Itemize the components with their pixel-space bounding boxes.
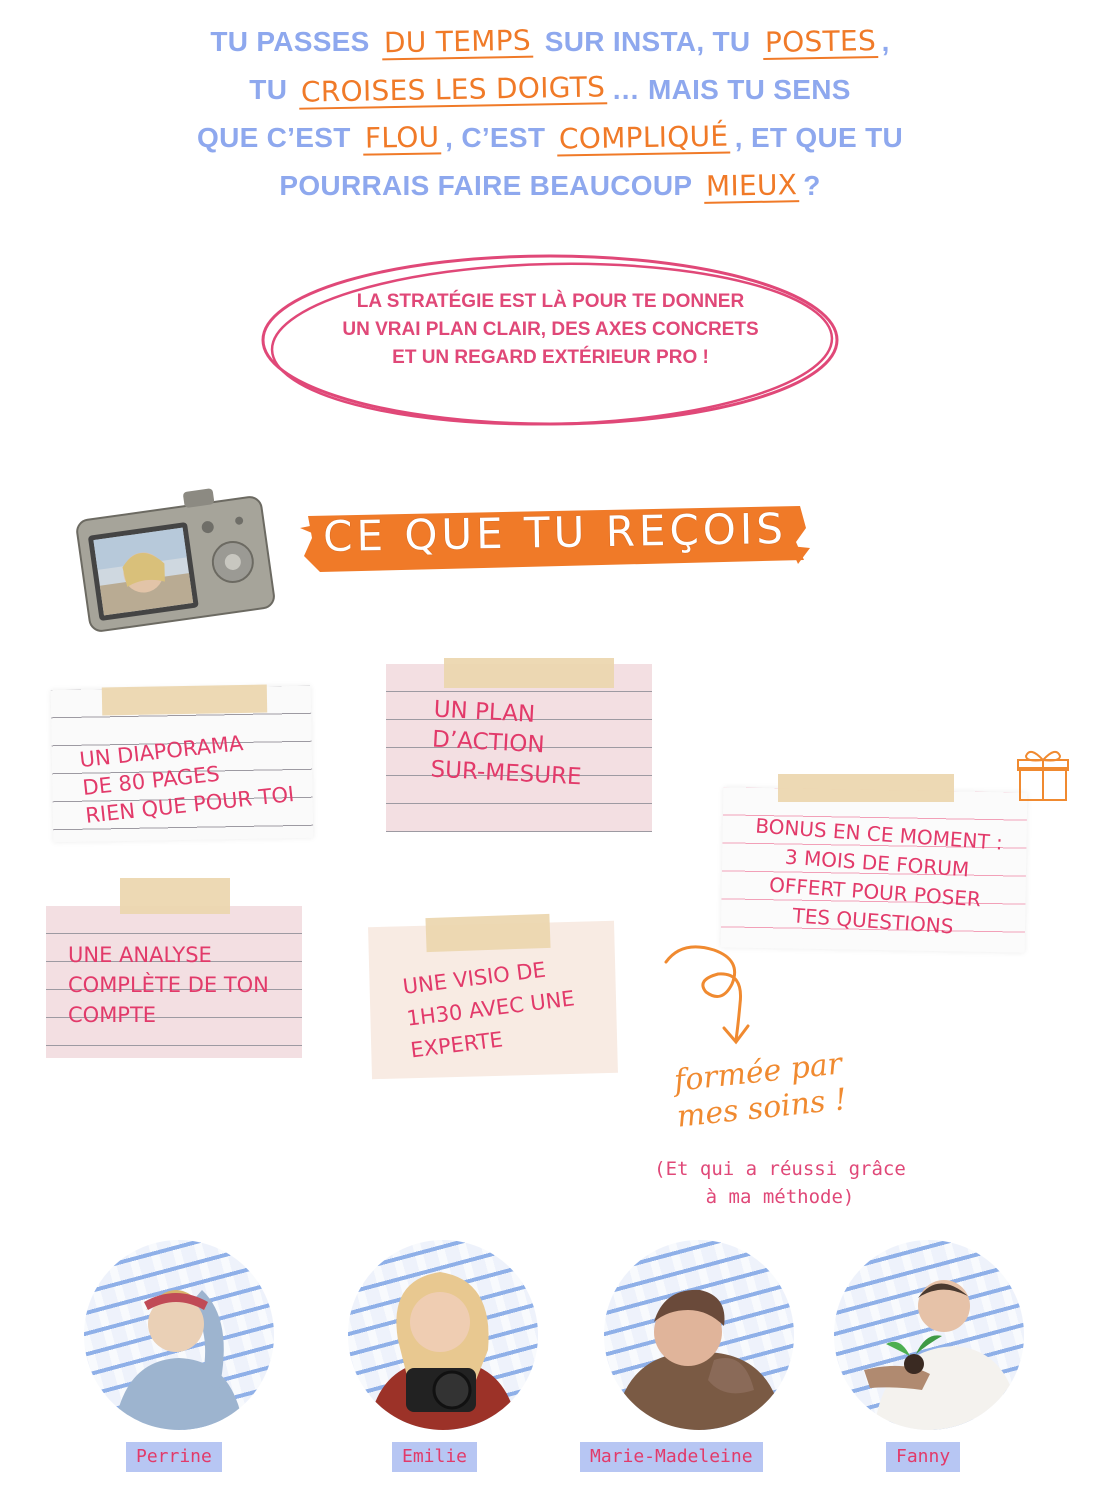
intro-line-1: TU PASSES DU TEMPS SUR INSTA, TU POSTES,	[150, 18, 950, 66]
note-text: UN PLAN D’ACTION SUR-MESURE	[429, 696, 583, 791]
note-paper	[386, 664, 652, 832]
strategy-line: LA STRATÉGIE EST LÀ POUR TE DONNER	[356, 291, 745, 312]
note-plan: UN PLAN D’ACTION SUR-MESURE	[386, 658, 652, 832]
intro-highlight: COMPLIQUÉ	[557, 120, 732, 157]
gift-icon	[1017, 750, 1069, 801]
intro-text: ,	[881, 26, 890, 57]
strategy-line: ET UN REGARD EXTÉRIEUR PRO !	[392, 347, 709, 368]
success-line: (Et qui a réussi grâce	[654, 1158, 906, 1180]
intro-text: SUR INSTA, TU	[544, 26, 751, 57]
intro-text: , C’EST	[445, 122, 546, 153]
camera-icon	[76, 488, 275, 632]
note-diaporama: UN DIAPORAMA DE 80 PAGES RIEN QUE POUR T…	[50, 684, 314, 843]
intro-text: TU PASSES	[210, 26, 370, 57]
tape	[120, 878, 230, 914]
note-visio: UNE VISIO DE 1H30 AVEC UNE EXPERTE	[368, 913, 618, 1080]
success-line: à ma méthode)	[705, 1186, 855, 1208]
note-text: BONUS EN CE MOMENT : 3 MOIS DE FORUM OFF…	[754, 813, 1004, 939]
tape	[101, 684, 268, 716]
tape	[778, 774, 954, 802]
intro-headline: TU PASSES DU TEMPS SUR INSTA, TU POSTES,…	[150, 18, 950, 210]
avatar	[368, 1272, 518, 1430]
intro-text: POURRAIS FAIRE BEAUCOUP	[279, 170, 692, 201]
hand-drawn-oval	[261, 254, 839, 426]
intro-highlight: MIEUX	[703, 168, 800, 204]
strategy-line: UN VRAI PLAN CLAIR, DES AXES CONCRETS	[342, 319, 759, 340]
intro-highlight: DU TEMPS	[381, 24, 533, 61]
expert-name-tag: Emilie	[392, 1442, 478, 1472]
intro-text: … MAIS TU SENS	[611, 74, 851, 105]
expert-name-tag: Fanny	[886, 1442, 961, 1472]
expert-photo	[834, 1240, 1024, 1430]
intro-highlight: POSTES	[762, 24, 878, 61]
intro-line-2: TU CROISES LES DOIGTS… MAIS TU SENS	[150, 66, 950, 114]
intro-text: QUE C’EST	[196, 122, 351, 153]
intro-text: ?	[803, 170, 821, 201]
trained-by-me-note: formée par mes soins !	[637, 1043, 883, 1140]
brush-stroke	[300, 506, 810, 572]
section-banner: CE QUE TU REÇOIS	[300, 498, 810, 578]
section-title: CE QUE TU REÇOIS	[322, 503, 788, 562]
expert-photo	[348, 1240, 538, 1430]
expert-name-tag: Perrine	[126, 1442, 222, 1472]
intro-text: TU	[249, 74, 288, 105]
note-analyse: UNE ANALYSE COMPLÈTE DE TON COMPTE	[46, 878, 302, 1058]
intro-line-3: QUE C’EST FLOU, C’EST COMPLIQUÉ, ET QUE …	[150, 114, 950, 162]
intro-highlight: FLOU	[362, 120, 442, 156]
success-note: (Et qui a réussi grâce à ma méthode)	[640, 1155, 920, 1211]
expert-photo	[84, 1240, 274, 1430]
expert-name-tag: Marie-Madeleine	[580, 1442, 763, 1472]
expert-photo	[604, 1240, 794, 1430]
intro-text: , ET QUE TU	[734, 122, 903, 153]
intro-highlight: CROISES LES DOIGTS	[299, 70, 608, 110]
tape	[444, 658, 614, 688]
tape	[425, 913, 551, 953]
strategy-callout: LA STRATÉGIE EST LÀ POUR TE DONNER UN VR…	[258, 248, 843, 434]
note-paper	[46, 906, 302, 1058]
curved-arrow-icon	[664, 945, 750, 1045]
avatar	[114, 1290, 244, 1430]
note-bonus: BONUS EN CE MOMENT : 3 MOIS DE FORUM OFF…	[720, 774, 1028, 953]
avatar	[864, 1280, 1020, 1430]
intro-line-4: POURRAIS FAIRE BEAUCOUP MIEUX?	[150, 162, 950, 210]
strategy-text: LA STRATÉGIE EST LÀ POUR TE DONNER UN VR…	[288, 288, 813, 372]
note-text: UNE ANALYSE COMPLÈTE DE TON COMPTE	[68, 943, 269, 1027]
avatar	[614, 1289, 784, 1430]
